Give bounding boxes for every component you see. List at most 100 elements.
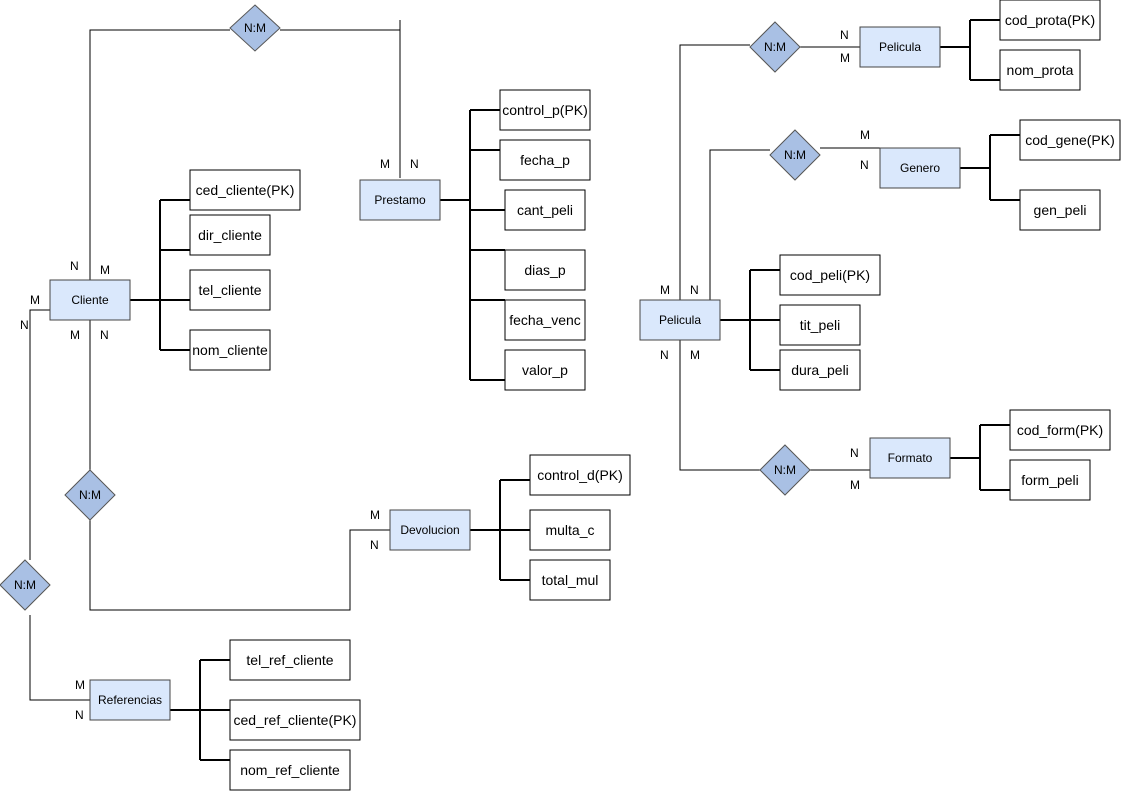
attribute-label: valor_p	[522, 362, 568, 378]
cardinality-label: N	[660, 348, 669, 362]
relationship-pelicula-formato[interactable]: N:M	[759, 444, 811, 496]
line-pelicula-to-rel-pelicula	[679, 44, 750, 300]
attribute-label: control_d(PK)	[537, 467, 623, 483]
attribute-referencias-tel[interactable]: tel_ref_cliente	[229, 639, 351, 681]
line-cliente-to-rel-referencias	[29, 309, 50, 560]
attribute-genero-gen[interactable]: gen_peli	[1019, 189, 1101, 231]
cardinality-label: N	[370, 538, 379, 552]
entity-pelicula-main[interactable]: Pelicula	[639, 299, 721, 341]
relationship-pelicula-pelicula[interactable]: N:M	[749, 21, 801, 73]
cardinality-label: M	[370, 508, 380, 522]
attribute-genero-cod[interactable]: cod_gene(PK)	[1019, 119, 1121, 161]
entity-referencias[interactable]: Referencias	[89, 679, 171, 721]
attribute-label: form_peli	[1021, 472, 1079, 488]
attribute-prestamo-cant[interactable]: cant_peli	[504, 189, 586, 231]
cardinality-labels: N M M N M N M N M N M N M N N M N M M N …	[20, 28, 870, 722]
relationship-cliente-referencias-label: N:M	[14, 578, 36, 592]
attribute-cliente-tel[interactable]: tel_cliente	[189, 269, 271, 311]
entity-formato-label: Formato	[888, 451, 933, 465]
attribute-cliente-ced[interactable]: ced_cliente(PK)	[189, 169, 301, 211]
attribute-prestamo-venc[interactable]: fecha_venc	[504, 299, 586, 341]
entity-formato[interactable]: Formato	[869, 437, 951, 479]
cardinality-label: M	[70, 328, 80, 342]
attribute-label: ced_ref_cliente(PK)	[234, 712, 357, 728]
attribute-label: nom_ref_cliente	[240, 762, 340, 778]
attribute-label: tel_cliente	[198, 282, 261, 298]
attribute-cliente-dir[interactable]: dir_cliente	[189, 214, 271, 256]
cardinality-label: M	[660, 283, 670, 297]
cardinality-label: N	[75, 708, 84, 722]
attribute-cliente-nom[interactable]: nom_cliente	[189, 329, 271, 371]
attribute-pelicula-top-cod[interactable]: cod_prota(PK)	[999, 0, 1101, 41]
attribute-prestamo-valor[interactable]: valor_p	[504, 349, 586, 391]
attribute-formato-form[interactable]: form_peli	[1009, 459, 1091, 501]
cardinality-label: M	[840, 51, 850, 65]
relationship-cliente-referencias[interactable]: N:M	[0, 559, 51, 611]
entity-genero[interactable]: Genero	[879, 147, 961, 189]
cardinality-label: M	[100, 263, 110, 277]
attribute-label: cod_prota(PK)	[1005, 12, 1095, 28]
relationship-pelicula-pelicula-label: N:M	[764, 40, 786, 54]
attribute-prestamo-control[interactable]: control_p(PK)	[499, 89, 591, 131]
attribute-label: tel_ref_cliente	[246, 652, 333, 668]
line-pelicula-to-rel-formato	[679, 340, 760, 471]
attribute-devolucion-total[interactable]: total_mul	[529, 559, 611, 601]
attribute-label: gen_peli	[1034, 202, 1087, 218]
cardinality-label: M	[30, 293, 40, 307]
attribute-devolucion-multa[interactable]: multa_c	[529, 509, 611, 551]
cardinality-label: M	[690, 348, 700, 362]
relationship-pelicula-formato-label: N:M	[774, 463, 796, 477]
attribute-pelicula-main-tit[interactable]: tit_peli	[779, 304, 861, 346]
attribute-label: control_p(PK)	[502, 102, 588, 118]
attribute-label: nom_cliente	[192, 342, 268, 358]
attribute-referencias-nom[interactable]: nom_ref_cliente	[229, 749, 351, 791]
connector-lines	[29, 20, 880, 701]
attribute-pelicula-top-nom[interactable]: nom_prota	[999, 49, 1081, 91]
attribute-prestamo-dias[interactable]: dias_p	[504, 249, 586, 291]
relationship-pelicula-genero-label: N:M	[784, 148, 806, 162]
line-rel-referencias-to-referencias	[29, 615, 90, 701]
line-rel-prestamo-to-prestamo	[280, 29, 401, 178]
attribute-formato-cod[interactable]: cod_form(PK)	[1009, 409, 1111, 451]
relationship-pelicula-genero[interactable]: N:M	[769, 129, 821, 181]
entity-pelicula-main-label: Pelicula	[659, 313, 701, 327]
cardinality-label: N	[860, 158, 869, 172]
cardinality-label: N	[410, 157, 419, 171]
relationship-cliente-prestamo[interactable]: N:M	[229, 4, 281, 52]
attribute-label: dir_cliente	[198, 227, 262, 243]
attribute-prestamo-fecha[interactable]: fecha_p	[499, 139, 591, 181]
attribute-label: cod_form(PK)	[1017, 422, 1103, 438]
entity-referencias-label: Referencias	[98, 693, 162, 707]
cardinality-label: M	[850, 478, 860, 492]
cardinality-label: N	[850, 446, 859, 460]
attribute-label: tit_peli	[800, 317, 840, 333]
entity-genero-label: Genero	[900, 161, 940, 175]
cardinality-label: N	[690, 283, 699, 297]
line-rel-devolucion-to-devolucion	[89, 520, 390, 611]
relationship-cliente-devolucion[interactable]: N:M	[64, 469, 116, 521]
line-cliente-to-rel-prestamo	[89, 29, 230, 280]
entity-devolucion[interactable]: Devolucion	[389, 509, 471, 551]
entity-cliente[interactable]: Cliente	[49, 279, 131, 321]
entity-prestamo-label: Prestamo	[374, 193, 426, 207]
attribute-label: multa_c	[545, 522, 594, 538]
entity-prestamo[interactable]: Prestamo	[359, 179, 441, 221]
attribute-label: cod_gene(PK)	[1025, 132, 1115, 148]
attribute-label: dias_p	[524, 262, 565, 278]
attribute-brackets	[130, 19, 1020, 761]
attribute-devolucion-control[interactable]: control_d(PK)	[529, 454, 631, 496]
cardinality-label: M	[860, 128, 870, 142]
attribute-label: cod_peli(PK)	[790, 267, 870, 283]
cardinality-label: N	[70, 259, 79, 273]
attribute-pelicula-main-cod[interactable]: cod_peli(PK)	[779, 254, 881, 296]
cardinality-label: M	[75, 678, 85, 692]
entity-cliente-label: Cliente	[71, 293, 109, 307]
attribute-label: total_mul	[542, 572, 599, 588]
line-pelicula-to-rel-genero	[709, 149, 770, 300]
attribute-referencias-ced[interactable]: ced_ref_cliente(PK)	[229, 699, 361, 741]
cardinality-label: N	[100, 328, 109, 342]
attribute-pelicula-main-dura[interactable]: dura_peli	[779, 349, 861, 391]
relationship-cliente-prestamo-label: N:M	[244, 21, 266, 35]
entity-pelicula-top[interactable]: Pelicula	[859, 26, 941, 68]
